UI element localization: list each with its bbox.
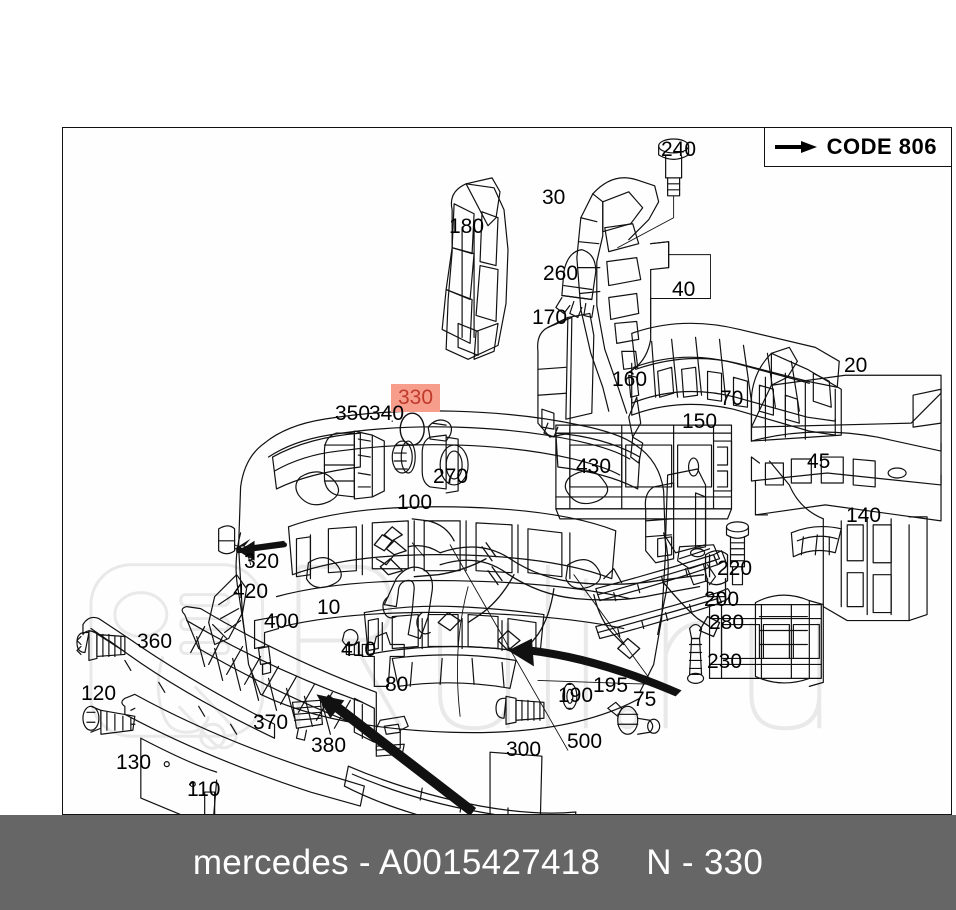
part-430-harness xyxy=(373,518,729,660)
part-370-grille xyxy=(181,606,377,743)
part-10-bumper-cover xyxy=(235,410,669,734)
part-40-crossmember xyxy=(631,322,840,436)
part-320-clip xyxy=(218,525,252,566)
callout-10: 10 xyxy=(317,596,341,619)
footer-bar: mercedes - A0015427418 N - 330 xyxy=(0,815,956,910)
code-badge: CODE 806 xyxy=(763,128,951,167)
callout-150: 150 xyxy=(682,410,718,433)
callout-180: 180 xyxy=(449,215,485,238)
arrow-to-320 xyxy=(234,538,285,559)
part-180-panel xyxy=(441,177,509,360)
part-70-screw xyxy=(725,521,750,586)
part-270-bracket xyxy=(382,566,434,640)
part-410-stud xyxy=(341,628,359,656)
callout-100: 100 xyxy=(397,491,433,514)
callout-110: 110 xyxy=(187,778,221,801)
callout-130: 130 xyxy=(116,751,152,774)
part-170-panel xyxy=(537,312,595,438)
callout-430: 430 xyxy=(576,455,612,478)
callout-360: 360 xyxy=(137,630,173,653)
callout-370: 370 xyxy=(253,711,289,734)
part-45-trim xyxy=(790,525,842,558)
callout-240: 240 xyxy=(661,138,697,161)
callout-340: 340 xyxy=(369,402,405,425)
code-badge-label: CODE 806 xyxy=(826,133,937,159)
callout-195: 195 xyxy=(593,674,629,697)
callout-160: 160 xyxy=(612,368,648,391)
callout-75: 75 xyxy=(633,688,657,711)
part-75-fastener xyxy=(607,701,661,735)
callout-320: 320 xyxy=(244,550,280,573)
assembly-arrow-curved xyxy=(507,638,682,697)
part-260-clip xyxy=(555,249,597,319)
footer-brand-and-part-number: mercedes - A0015427418 xyxy=(192,842,601,882)
part-120-bolt xyxy=(76,629,126,662)
callout-120: 120 xyxy=(81,682,117,705)
callout-20: 20 xyxy=(844,354,868,377)
part-380-grommet xyxy=(291,699,324,741)
callout-280: 280 xyxy=(709,611,745,634)
assembly-arrow-straight xyxy=(316,694,477,814)
callout-170: 170 xyxy=(532,306,568,329)
callout-270: 270 xyxy=(433,465,469,488)
part-500-label xyxy=(489,751,543,814)
part-200-strip xyxy=(595,550,727,602)
footer-position-number: N - 330 xyxy=(646,842,764,882)
callout-220: 220 xyxy=(717,557,753,580)
leader-lines xyxy=(411,542,655,751)
callout-200: 200 xyxy=(704,588,740,611)
callout-40: 40 xyxy=(672,278,696,301)
exploded-parts-artwork xyxy=(76,138,942,814)
callout-410: 410 xyxy=(341,638,377,661)
callout-380: 380 xyxy=(311,734,347,757)
part-20-fender xyxy=(750,346,942,622)
callout-30: 30 xyxy=(542,186,566,209)
callout-420: 420 xyxy=(233,580,269,603)
callout-230: 230 xyxy=(707,650,743,673)
callout-80: 80 xyxy=(385,673,409,696)
part-100-bracket xyxy=(361,631,405,687)
callout-190: 190 xyxy=(558,684,594,707)
callout-260: 260 xyxy=(543,262,579,285)
part-130-screw xyxy=(82,705,136,735)
part-280-strip xyxy=(595,588,731,640)
part-110-plate-holder xyxy=(121,693,365,814)
callout-400: 400 xyxy=(264,610,300,633)
callout-140: 140 xyxy=(846,504,882,527)
part-230-screw xyxy=(686,623,705,684)
right-arrow-icon xyxy=(774,140,817,153)
part-140-duct xyxy=(708,594,824,687)
part-190-bolt xyxy=(495,695,545,725)
callout-330: 330 xyxy=(391,384,441,412)
callout-500: 500 xyxy=(567,730,603,753)
callout-350: 350 xyxy=(335,402,371,425)
callout-70: 70 xyxy=(720,387,744,410)
part-195-washer xyxy=(562,682,578,710)
callout-45: 45 xyxy=(807,450,831,473)
callout-300: 300 xyxy=(506,738,542,761)
